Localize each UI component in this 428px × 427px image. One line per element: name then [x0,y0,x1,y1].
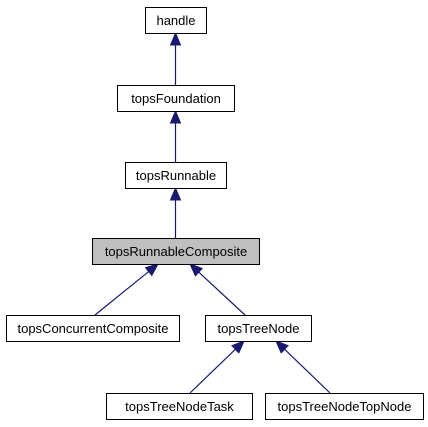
class-label: topsRunnable [136,168,216,183]
arrowhead-icon [144,263,160,277]
edge-line [284,348,331,394]
class-box [265,393,424,420]
class-node-topsTreeNode[interactable]: topsTreeNode [205,315,312,342]
inheritance-edge-topsRunnableComposite-to-topsRunnable [169,186,182,238]
class-node-topsRunnableComposite[interactable]: topsRunnableComposite [92,238,260,265]
class-node-topsFoundation[interactable]: topsFoundation [117,85,235,112]
class-box [125,162,227,189]
edge-line [94,271,150,316]
class-box [117,85,235,112]
nodes-layer: handle topsFoundation topsRunnable topsRunn… [6,7,424,420]
inheritance-edge-topsRunnable-to-topsFoundation [169,109,182,162]
class-node-topsTreeNodeTask[interactable]: topsTreeNodeTask [106,393,253,420]
class-box [145,7,207,34]
edge-line [189,348,236,394]
class-box [205,315,312,342]
class-node-topsTreeNodeTopNode[interactable]: topsTreeNodeTopNode [265,393,424,420]
edge-line [198,271,246,316]
class-box [6,315,180,342]
class-box [92,238,260,265]
inheritance-edge-topsTreeNodeTopNode-to-topsTreeNode [275,340,331,394]
arrowhead-icon [189,263,204,277]
class-label: topsTreeNodeTopNode [278,399,412,414]
inheritance-edge-topsConcurrentComposite-to-topsRunnableComposite [94,263,160,316]
class-label: topsRunnableComposite [105,244,247,259]
class-node-topsConcurrentComposite[interactable]: topsConcurrentComposite [6,315,180,342]
class-label: topsTreeNode [218,321,300,336]
edges-layer [94,31,331,394]
class-label: handle [156,13,195,28]
inheritance-edge-topsFoundation-to-handle [169,31,182,85]
arrowhead-icon [275,340,289,354]
arrowhead-icon [169,31,182,46]
inheritance-edge-topsTreeNodeTask-to-topsTreeNode [189,340,245,394]
arrowhead-icon [169,186,182,201]
class-node-handle[interactable]: handle [145,7,207,34]
class-label: topsFoundation [131,91,221,106]
class-box [106,393,253,420]
class-label: topsTreeNodeTask [125,399,234,414]
arrowhead-icon [169,109,182,124]
arrowhead-icon [231,340,245,354]
class-label: topsConcurrentComposite [17,321,168,336]
class-node-topsRunnable[interactable]: topsRunnable [125,162,227,189]
inheritance-edge-topsTreeNode-to-topsRunnableComposite [189,263,246,316]
